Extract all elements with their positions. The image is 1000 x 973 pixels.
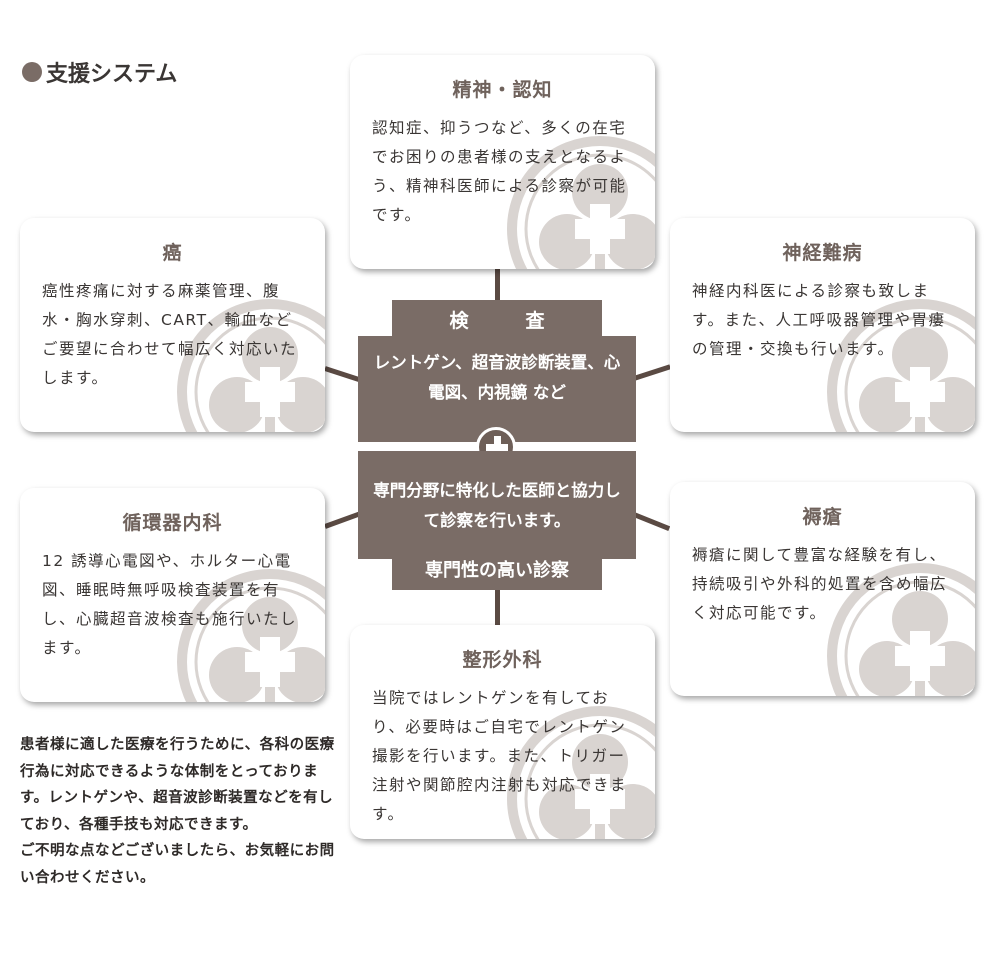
card-pressure-ulcer: 褥瘡 褥瘡に関して豊富な経験を有し、持続吸引や外科的処置を含め幅広く対応可能です… (670, 482, 975, 696)
section-title-text: 支援システム (46, 62, 178, 87)
card-text: 認知症、抑うつなど、多くの在宅でお困りの患者様の支えとなるよう、精神科医師による… (372, 119, 627, 224)
connector-line (324, 511, 360, 529)
connector-line (495, 588, 500, 626)
card-psychiatry: 精神・認知 認知症、抑うつなど、多くの在宅でお困りの患者様の支えとなるよう、精神… (350, 55, 655, 269)
card-title: 癌 (162, 242, 183, 264)
connector-line (495, 268, 500, 302)
card-neurology: 神経難病 神経内科医による診察も致します。また、人工呼吸器管理や胃瘻の管理・交換… (670, 218, 975, 432)
section-title: 支援システム (22, 56, 177, 88)
card-text: 褥瘡に関して豊富な経験を有し、持続吸引や外科的処置を含め幅広く対応可能です。 (692, 546, 948, 622)
card-cardiology: 循環器内科 12 誘導心電図や、ホルター心電図、睡眠時無呼吸検査装置を有し、心臓… (20, 488, 325, 702)
card-title: 神経難病 (782, 242, 863, 264)
connector-line (633, 364, 671, 381)
card-text: 神経内科医による診察も致します。また、人工呼吸器管理や胃瘻の管理・交換も行います… (692, 282, 946, 358)
card-text: 癌性疼痛に対する麻薬管理、腹水・胸水穿刺、CART、輸血などご要望に合わせて幅広… (42, 282, 298, 387)
card-title: 精神・認知 (452, 79, 553, 101)
bullet-icon (22, 62, 42, 82)
card-title: 循環器内科 (122, 512, 223, 534)
exam-body: レントゲン、超音波診断装置、心電図、内視鏡 など (358, 336, 636, 442)
connector-line (633, 512, 671, 532)
card-cancer: 癌 癌性疼痛に対する麻薬管理、腹水・胸水穿刺、CART、輸血などご要望に合わせて… (20, 218, 325, 432)
connector-line (324, 366, 361, 383)
card-title: 褥瘡 (802, 506, 843, 528)
specialist-body: 専門分野に特化した医師と協力して診察を行います。 (358, 451, 636, 559)
card-text: 12 誘導心電図や、ホルター心電図、睡眠時無呼吸検査装置を有し、心臓超音波検査も… (42, 552, 298, 657)
specialist-tab: 専門性の高い診察 (392, 557, 602, 590)
description-note: 患者様に適した医療を行うために、各科の医療行為に対応できるような体制をとっており… (20, 737, 335, 886)
exam-tab: 検 査 (392, 300, 602, 338)
card-title: 整形外科 (462, 649, 543, 671)
card-orthopedics: 整形外科 当院ではレントゲンを有しており、必要時はご自宅でレントゲン撮影を行いま… (350, 625, 655, 839)
card-text: 当院ではレントゲンを有しており、必要時はご自宅でレントゲン撮影を行います。また、… (372, 689, 628, 823)
